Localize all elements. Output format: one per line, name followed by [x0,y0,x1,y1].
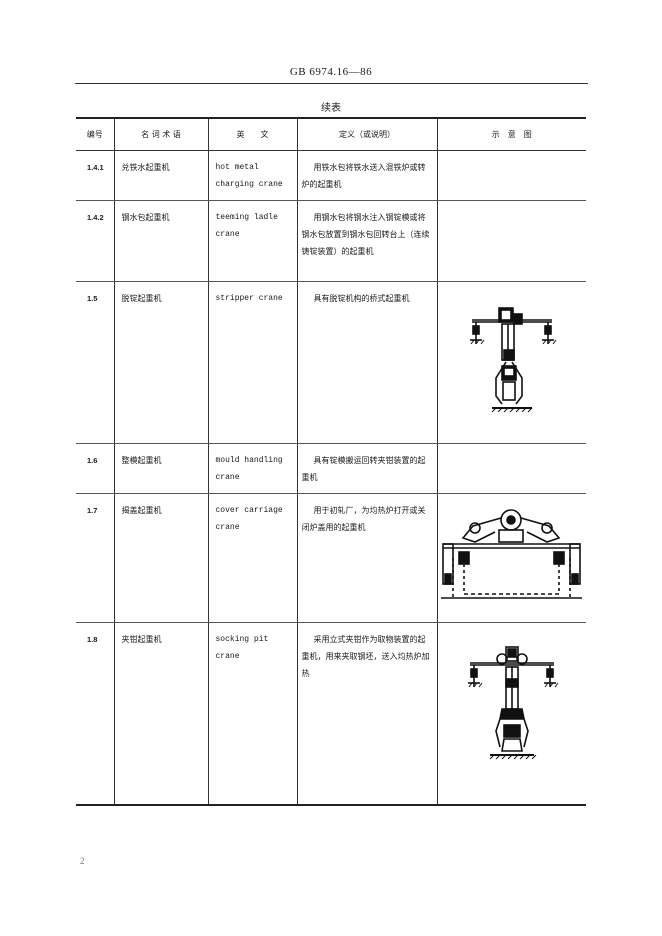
socking-pit-crane-diagram [467,646,559,760]
col-header-definition: 定义（或说明） [296,117,437,151]
cell-term: 兑铁水起重机 [113,150,208,201]
cell-figure [436,200,586,282]
cell-definition: 用铁水包将铁水送入混铁炉或转炉的起重机 [296,150,437,201]
table-row: 1.7 揭盖起重机 cover carriage crane 用于初轧厂，为均热… [76,493,586,623]
col-header-term: 名 词 术 语 [113,117,208,151]
cell-definition: 具有锭模搬运回转夹钳装置的起重机 [296,443,437,494]
cell-english: mould handling crane [207,443,297,494]
cell-number: 1.4.2 [76,200,114,282]
page-number: 2 [80,856,85,866]
header-rule [75,83,588,84]
table-row: 1.6 整模起重机 mould handling crane 具有锭模搬运回转夹… [76,443,586,494]
cell-figure [436,281,586,444]
cell-number: 1.7 [76,493,114,623]
cell-definition: 用于初轧厂，为均热炉打开或关闭炉盖用的起重机 [296,493,437,623]
col-header-figure: 示 意 图 [436,117,586,151]
standard-number: GB 6974.16—86 [289,66,373,78]
cell-number: 1.4.1 [76,150,114,201]
col-header-number: 编号 [76,117,114,151]
table-row: 1.4.2 钢水包起重机 teeming ladle crane 用钢水包将钢水… [76,200,586,282]
col-header-english: 英 文 [207,117,297,151]
cell-english: hot metal charging crane [207,150,297,201]
cell-english: teeming ladle crane [207,200,297,282]
cell-english: cover carriage crane [207,493,297,623]
cell-definition: 具有脱锭机构的桥式起重机 [296,281,437,444]
terms-table: 编号 名 词 术 语 英 文 定义（或说明） 示 意 图 1.4.1 兑铁水起重… [76,117,586,806]
cell-definition: 采用立式夹钳作为取物装置的起重机，用来夹取钢坯，送入均热炉加热 [296,622,437,806]
cell-english: stripper crane [207,281,297,444]
cell-term: 钢水包起重机 [113,200,208,282]
cell-figure [436,493,586,623]
table-header-row: 编号 名 词 术 语 英 文 定义（或说明） 示 意 图 [76,117,586,151]
table-row: 1.5 脱锭起重机 stripper crane 具有脱锭机构的桥式起重机 [76,281,586,444]
cell-term: 揭盖起重机 [113,493,208,623]
cell-figure [436,443,586,494]
cell-number: 1.5 [76,281,114,444]
cell-definition: 用钢水包将钢水注入钢锭模或将钢水包放置到钢水包回转台上（连续铸锭装置）的起重机 [296,200,437,282]
cell-figure [436,150,586,201]
cell-term: 脱锭起重机 [113,281,208,444]
table-caption: 续表 [321,103,341,114]
cell-english: socking pit crane [207,622,297,806]
cell-term: 夹钳起重机 [113,622,208,806]
stripper-crane-diagram [469,307,557,413]
cover-carriage-crane-diagram [441,509,583,599]
cell-figure [436,622,586,806]
cell-term: 整模起重机 [113,443,208,494]
cell-number: 1.6 [76,443,114,494]
table-row: 1.8 夹钳起重机 socking pit crane 采用立式夹钳作为取物装置… [76,622,586,806]
cell-number: 1.8 [76,622,114,806]
table-row: 1.4.1 兑铁水起重机 hot metal charging crane 用铁… [76,150,586,201]
